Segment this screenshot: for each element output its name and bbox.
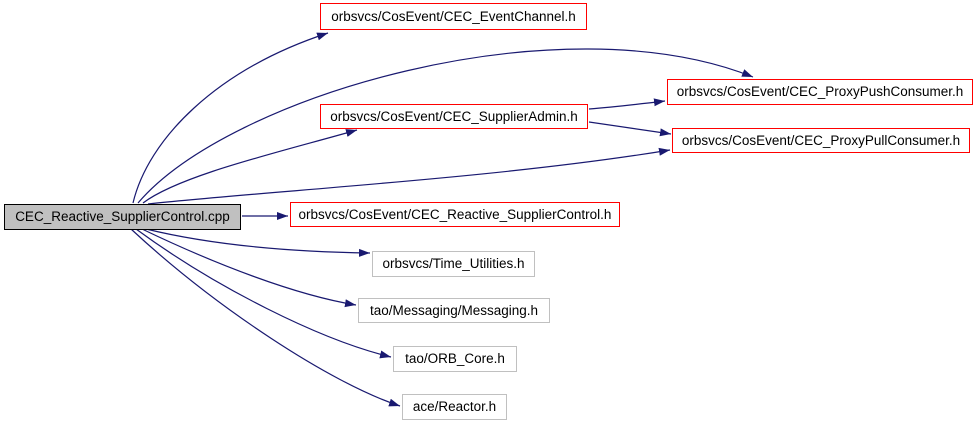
node-reactive-header[interactable]: orbsvcs/CosEvent/CEC_Reactive_SupplierCo… — [290, 202, 620, 227]
node-cpp: CEC_Reactive_SupplierControl.cpp — [4, 204, 241, 230]
edges-group — [130, 32, 754, 407]
edge-cpp-to-time-utilities — [145, 228, 371, 257]
node-reactor: ace/Reactor.h — [402, 394, 507, 420]
edge-cpp-to-orb-core — [135, 228, 392, 359]
node-proxy-push[interactable]: orbsvcs/CosEvent/CEC_ProxyPushConsumer.h — [667, 79, 973, 105]
edge-cpp-to-supplier-admin — [142, 129, 358, 204]
node-proxy-pull[interactable]: orbsvcs/CosEvent/CEC_ProxyPullConsumer.h — [672, 128, 970, 153]
node-time-utilities: orbsvcs/Time_Utilities.h — [372, 251, 535, 277]
edge-supplier-admin-to-proxy-pull — [588, 121, 672, 137]
node-messaging: tao/Messaging/Messaging.h — [358, 298, 550, 323]
node-event-channel[interactable]: orbsvcs/CosEvent/CEC_EventChannel.h — [320, 3, 587, 30]
edge-cpp-to-proxy-push — [137, 48, 754, 204]
edge-cpp-to-event-channel — [132, 32, 329, 204]
edge-supplier-admin-to-proxy-push — [588, 98, 666, 110]
edge-cpp-to-proxy-pull — [147, 147, 671, 205]
node-supplier-admin[interactable]: orbsvcs/CosEvent/CEC_SupplierAdmin.h — [320, 104, 588, 129]
edge-cpp-to-reactor — [130, 228, 401, 407]
edge-cpp-to-messaging — [141, 228, 357, 308]
node-orb-core: tao/ORB_Core.h — [393, 346, 517, 372]
